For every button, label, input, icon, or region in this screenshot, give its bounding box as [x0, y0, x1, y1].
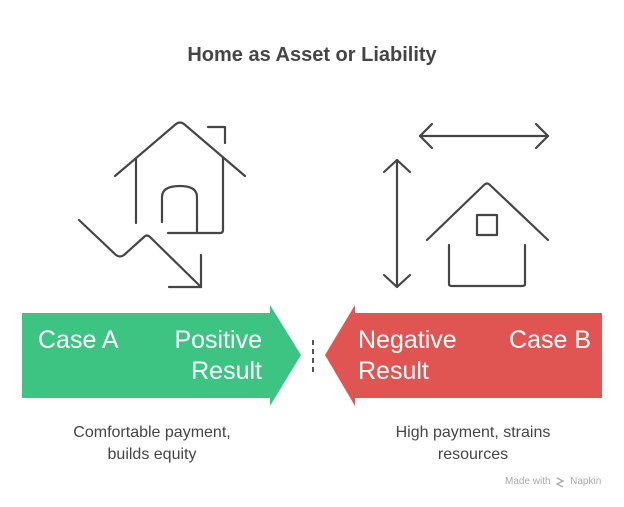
case-b-result-line1: Negative: [358, 326, 457, 354]
case-a-result-line2: Result: [191, 357, 262, 385]
napkin-brand: Napkin: [570, 476, 602, 487]
case-a-description-line2: builds equity: [107, 446, 197, 463]
case-b-description: High payment, strains resources: [343, 422, 603, 466]
house-dimension-icon: [382, 122, 550, 289]
made-with-napkin: Made with Napkin: [505, 476, 601, 487]
case-a-result-line1: Positive: [174, 326, 262, 354]
case-b-result-line2: Result: [358, 357, 429, 385]
case-b-description-line2: resources: [437, 446, 509, 463]
case-a-arrow: [22, 305, 301, 406]
case-a-label: Case A: [38, 326, 119, 354]
house-downtrend-icon: [77, 121, 247, 289]
napkin-logo-icon: [555, 477, 565, 488]
page-title: Home as Asset or Liability: [187, 44, 437, 66]
case-a-description-line1: Comfortable payment,: [73, 424, 231, 441]
case-a-description: Comfortable payment, builds equity: [22, 422, 282, 466]
case-b-arrow: [325, 305, 602, 406]
made-with-text: Made with: [505, 476, 551, 487]
case-b-label: Case B: [509, 326, 591, 354]
case-b-description-line1: High payment, strains: [395, 424, 551, 441]
